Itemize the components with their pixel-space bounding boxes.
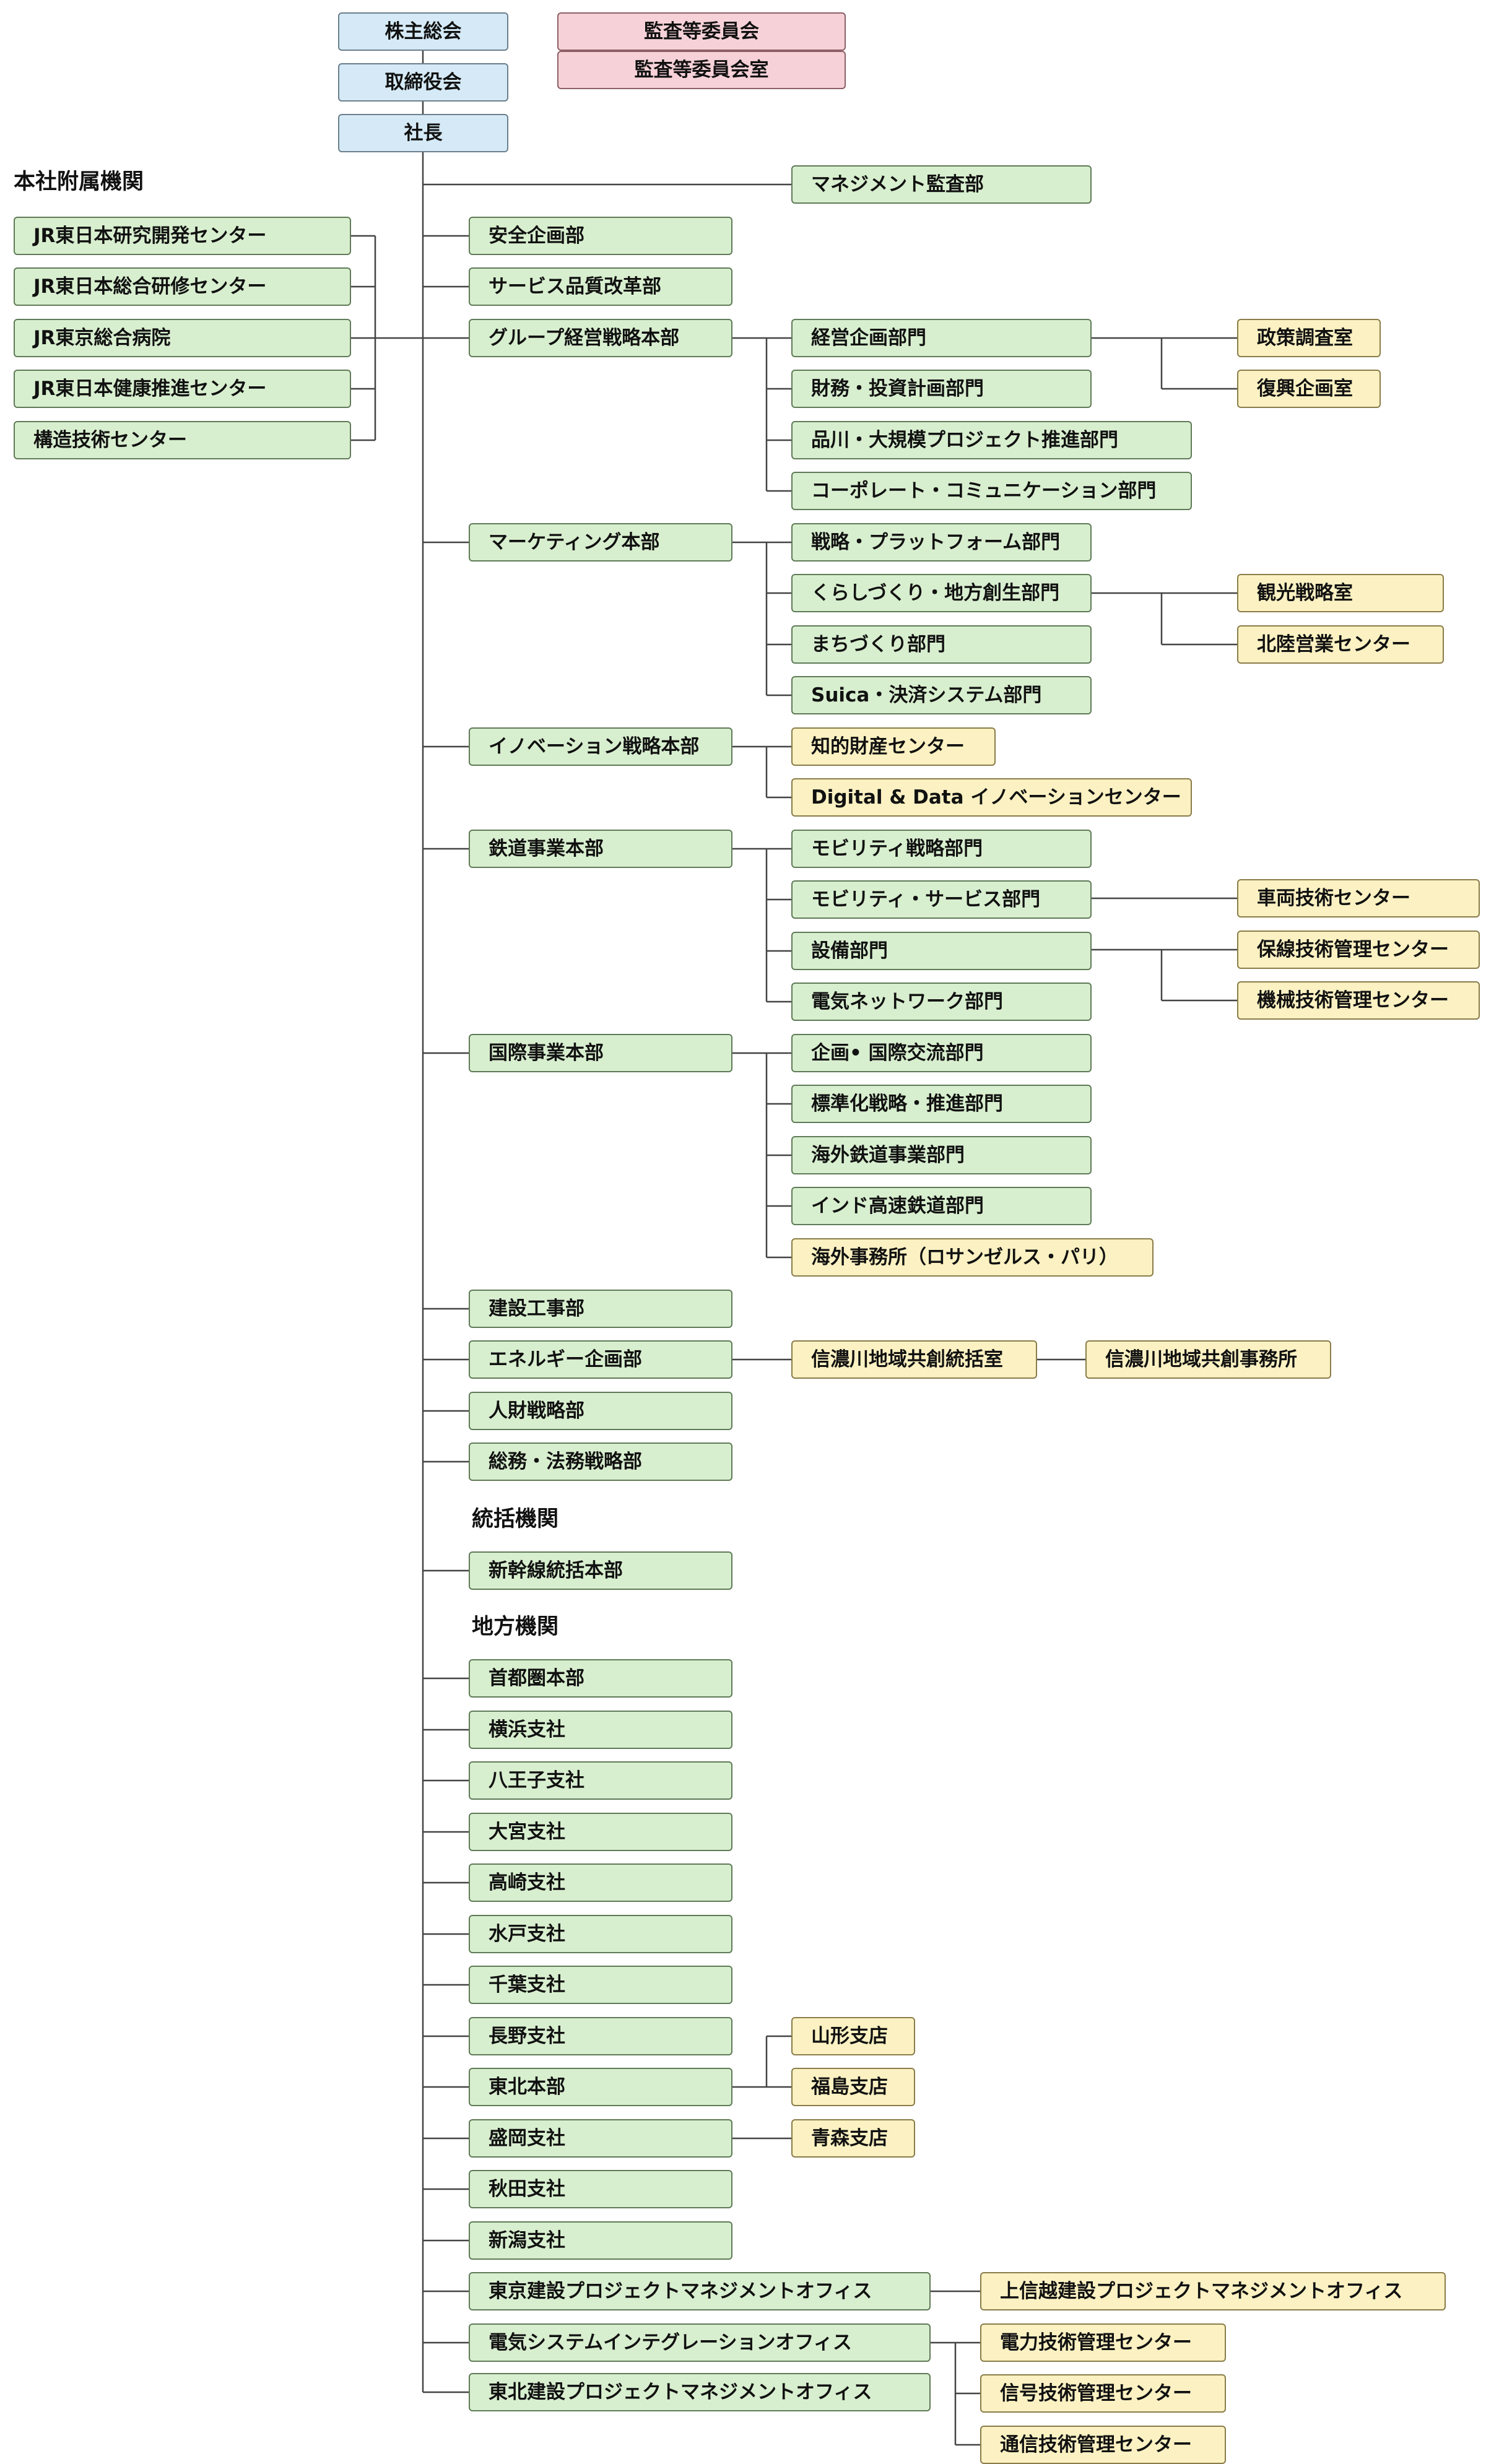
reconstruction-planning-office: 復興企画室 [1237,370,1381,408]
fukushima-branch: 福島支店 [791,2068,915,2106]
management-audit-dept: マネジメント監査部 [791,165,1092,204]
joshinetsu-construction-pmo: 上信越建設プロジェクトマネジメントオフィス [980,2272,1446,2310]
planning-international-division: 企画• 国際交流部門 [791,1034,1092,1072]
attached-org-health-center: JR東日本健康推進センター [14,370,351,408]
audit-committee-box: 監査等委員会 [557,12,846,51]
group-strategy-hq: グループ経営戦略本部 [469,319,732,357]
railway-operations-hq: 鉄道事業本部 [469,830,732,868]
corporate-planning-division: 経営企画部門 [791,319,1092,357]
attached-orgs-heading: 本社附属機関 [14,170,144,194]
aomori-branch: 青森支店 [791,2119,915,2158]
regional-orgs-heading: 地方機関 [472,1615,559,1639]
electric-network-division: 電気ネットワーク部門 [791,983,1092,1021]
audit-committee-office-box: 監査等委員会室 [557,51,846,89]
regional-capital-hq: 首都圏本部 [469,1659,732,1698]
service-quality-dept: サービス品質改革部 [469,267,732,306]
shinanogawa-sub-office: 信濃川地域共創事務所 [1085,1340,1331,1379]
machinery-tech-center: 機械技術管理センター [1237,981,1480,1020]
regional-hachioji: 八王子支社 [469,1761,732,1800]
standardization-division: 標準化戦略・推進部門 [791,1085,1092,1123]
attached-org-tokyo-hospital: JR東京総合病院 [14,319,351,357]
strategy-platform-division: 戦略・プラットフォーム部門 [791,523,1092,562]
regional-morioka: 盛岡支社 [469,2119,732,2158]
electric-system-integration-office: 電気システムインテグレーションオフィス [469,2323,931,2362]
signal-tech-center: 信号技術管理センター [980,2374,1226,2413]
integrated-orgs-heading: 統括機関 [472,1507,559,1532]
innovation-strategy-hq: イノベーション戦略本部 [469,727,732,766]
mobility-service-division: モビリティ・サービス部門 [791,880,1092,919]
board-of-directors-box: 取締役会 [338,63,508,102]
international-business-hq: 国際事業本部 [469,1034,732,1072]
communication-tech-center: 通信技術管理センター [980,2426,1226,2464]
suica-payment-division: Suica・決済システム部門 [791,676,1092,714]
yamagata-branch: 山形支店 [791,2017,915,2055]
general-legal-dept: 総務・法務戦略部 [469,1442,732,1481]
regional-mito: 水戸支社 [469,1915,732,1953]
regional-nagano: 長野支社 [469,2017,732,2055]
finance-investment-division: 財務・投資計画部門 [791,370,1092,408]
attached-org-research-center: JR東日本研究開発センター [14,217,351,255]
shinanogawa-office: 信濃川地域共創統括室 [791,1340,1037,1379]
corporate-communication-division: コーポレート・コミュニケーション部門 [791,472,1192,510]
hr-strategy-dept: 人財戦略部 [469,1392,732,1430]
overseas-railway-division: 海外鉄道事業部門 [791,1136,1092,1174]
shinagawa-project-division: 品川・大規模プロジェクト推進部門 [791,421,1192,459]
india-hsr-division: インド高速鉄道部門 [791,1187,1092,1225]
power-tech-center: 電力技術管理センター [980,2323,1226,2362]
construction-dept: 建設工事部 [469,1290,732,1328]
facilities-division: 設備部門 [791,932,1092,970]
regional-niigata: 新潟支社 [469,2221,732,2260]
tokyo-construction-pmo: 東京建設プロジェクトマネジメントオフィス [469,2272,931,2310]
rolling-stock-tech-center: 車両技術センター [1237,879,1480,917]
lifestyle-regional-division: くらしづくり・地方創生部門 [791,574,1092,612]
intellectual-property-center: 知的財産センター [791,727,996,766]
attached-org-structural-center: 構造技術センター [14,421,351,459]
town-development-division: まちづくり部門 [791,625,1092,664]
regional-chiba: 千葉支社 [469,1966,732,2004]
overseas-offices: 海外事務所（ロサンゼルス・パリ） [791,1238,1154,1277]
hokuriku-sales-center: 北陸営業センター [1237,625,1444,664]
track-maintenance-center: 保線技術管理センター [1237,931,1480,969]
digital-data-innovation-center: Digital & Data イノベーションセンター [791,778,1192,817]
mobility-strategy-division: モビリティ戦略部門 [791,830,1092,868]
regional-tohoku-hq: 東北本部 [469,2068,732,2106]
president-box: 社長 [338,114,508,152]
policy-research-office: 政策調査室 [1237,319,1381,357]
safety-planning-dept: 安全企画部 [469,217,732,255]
shinkansen-hq: 新幹線統括本部 [469,1551,732,1590]
tourism-strategy-office: 観光戦略室 [1237,574,1444,612]
marketing-hq: マーケティング本部 [469,523,732,562]
regional-yokohama: 横浜支社 [469,1711,732,1749]
energy-planning-dept: エネルギー企画部 [469,1340,732,1379]
attached-org-training-center: JR東日本総合研修センター [14,267,351,306]
regional-akita: 秋田支社 [469,2170,732,2208]
regional-takasaki: 高崎支社 [469,1863,732,1902]
regional-omiya: 大宮支社 [469,1813,732,1851]
tohoku-construction-pmo: 東北建設プロジェクトマネジメントオフィス [469,2373,931,2411]
shareholders-meeting-box: 株主総会 [338,12,508,51]
